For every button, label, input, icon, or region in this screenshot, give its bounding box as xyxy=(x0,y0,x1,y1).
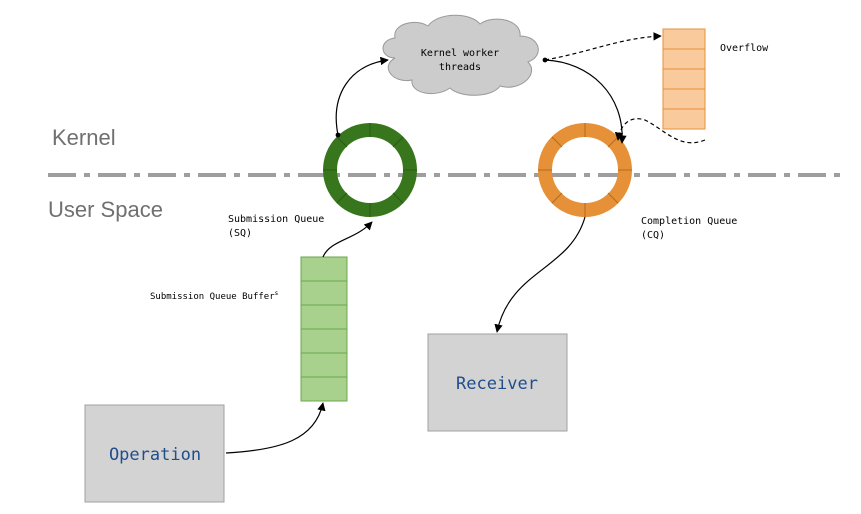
operation-label: Operation xyxy=(109,445,201,465)
submission-queue-buffer xyxy=(300,256,348,402)
cq-label-line1: Completion Queue xyxy=(641,216,737,227)
submission-queue-ring xyxy=(323,123,417,217)
receiver-label: Receiver xyxy=(456,374,538,394)
cq-to-receiver-arrow xyxy=(494,216,586,333)
overflow-label: Overflow xyxy=(720,43,769,54)
sq-buffer-label-text: Submission Queue Buffer xyxy=(150,292,275,302)
buffer-to-sq-arrow xyxy=(322,221,373,258)
cloud-label-line1: Kernel worker xyxy=(421,48,499,59)
sq-label-line1: Submission Queue xyxy=(228,214,324,225)
user-space-region-label: User Space xyxy=(48,197,163,222)
cloud-label-line2: threads xyxy=(439,62,481,73)
overflow-to-cq-arrow xyxy=(614,118,706,144)
overflow-buffer xyxy=(662,28,706,130)
kernel-region-label: Kernel xyxy=(52,125,116,150)
sq-to-workers-arrow xyxy=(335,56,389,138)
workers-to-overflow-arrow xyxy=(544,32,662,61)
sq-label-line2: (SQ) xyxy=(228,228,252,239)
completion-queue-ring xyxy=(538,123,632,217)
kernel-worker-threads-cloud: Kernel worker threads xyxy=(382,14,539,96)
operation-to-buffer-arrow xyxy=(225,402,326,454)
receiver-box: Receiver xyxy=(427,333,568,432)
sq-buffer-label-superscript: s xyxy=(275,290,279,297)
cq-label-line2: (CQ) xyxy=(641,230,665,241)
sq-buffer-label: Submission Queue Buffers xyxy=(150,290,279,302)
operation-box: Operation xyxy=(84,404,225,503)
